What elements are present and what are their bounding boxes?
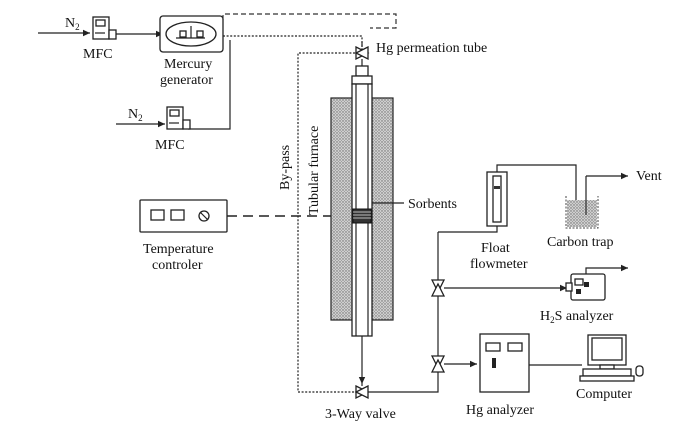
- temperature-controller: Temperature controler: [139, 199, 228, 273]
- computer-icon: [579, 334, 644, 382]
- mfc-top: MFC: [83, 16, 117, 62]
- control-signal-line: [222, 13, 397, 29]
- valve-icon: [354, 384, 370, 400]
- analyzer-icon: [565, 273, 606, 301]
- three-way-valve-label: 3-Way valve: [325, 407, 396, 422]
- flowmeter-inlet-line: [438, 226, 498, 233]
- sorbents-label: Sorbents: [408, 197, 457, 212]
- flowmeter-outlet-line: [496, 164, 577, 200]
- tubular-furnace: [330, 59, 394, 384]
- tubular-furnace-label: Tubular furnace: [307, 126, 322, 215]
- manifold-valve-lower: [430, 355, 446, 373]
- mfc-icon: [92, 16, 117, 40]
- bypass-tube: [297, 52, 356, 393]
- mfc-bottom: MFC: [155, 106, 191, 153]
- vent-label: Vent: [636, 169, 662, 184]
- mercury-generator-label-2: generator: [160, 73, 213, 88]
- dilution-gas-line: [188, 40, 231, 130]
- carbon-trap: Carbon trap: [547, 176, 613, 250]
- mfc-top-label: MFC: [83, 47, 113, 62]
- generator-outlet-tube: [223, 35, 363, 50]
- mfc-bottom-label: MFC: [155, 138, 185, 153]
- n2-label-top: N2: [65, 16, 80, 32]
- analyzer-icon: [479, 333, 530, 393]
- float-flowmeter-label-2: flowmeter: [470, 257, 528, 272]
- hg-analyzer: Hg analyzer: [466, 333, 534, 418]
- hg-permeation-tube-label: Hg permeation tube: [376, 41, 487, 56]
- n2-inlet-bottom: N2: [116, 107, 165, 128]
- computer-label: Computer: [576, 387, 632, 402]
- h2s-analyzer-label: H2S analyzer: [540, 309, 614, 325]
- float-flowmeter: Float flowmeter: [470, 171, 528, 272]
- hg-analyzer-label: Hg analyzer: [466, 403, 534, 418]
- h2s-analyzer: H2S analyzer: [540, 264, 628, 325]
- mercury-generator: Mercury generator: [159, 15, 224, 88]
- valve-icon: [354, 42, 370, 61]
- n2-inlet-top: N2: [38, 16, 90, 37]
- valve-icon: [430, 355, 446, 373]
- float-flowmeter-label-1: Float: [481, 241, 510, 256]
- top-valve: [354, 42, 370, 61]
- temperature-controler-label-2: controler: [152, 258, 203, 273]
- mfc-icon: [166, 106, 191, 130]
- carbon-trap-label: Carbon trap: [547, 235, 613, 250]
- by-pass-label: By-pass: [278, 145, 293, 190]
- manifold-valve-upper: [430, 279, 446, 297]
- temperature-controler-label-1: Temperature: [143, 242, 214, 257]
- computer: Computer: [576, 334, 644, 402]
- outlet-line: [368, 370, 439, 393]
- three-way-valve: [354, 384, 370, 400]
- sorbent-bed: [352, 208, 372, 224]
- valve-icon: [430, 279, 446, 297]
- mercury-generator-label-1: Mercury: [164, 57, 212, 72]
- n2-label-bottom: N2: [128, 107, 143, 123]
